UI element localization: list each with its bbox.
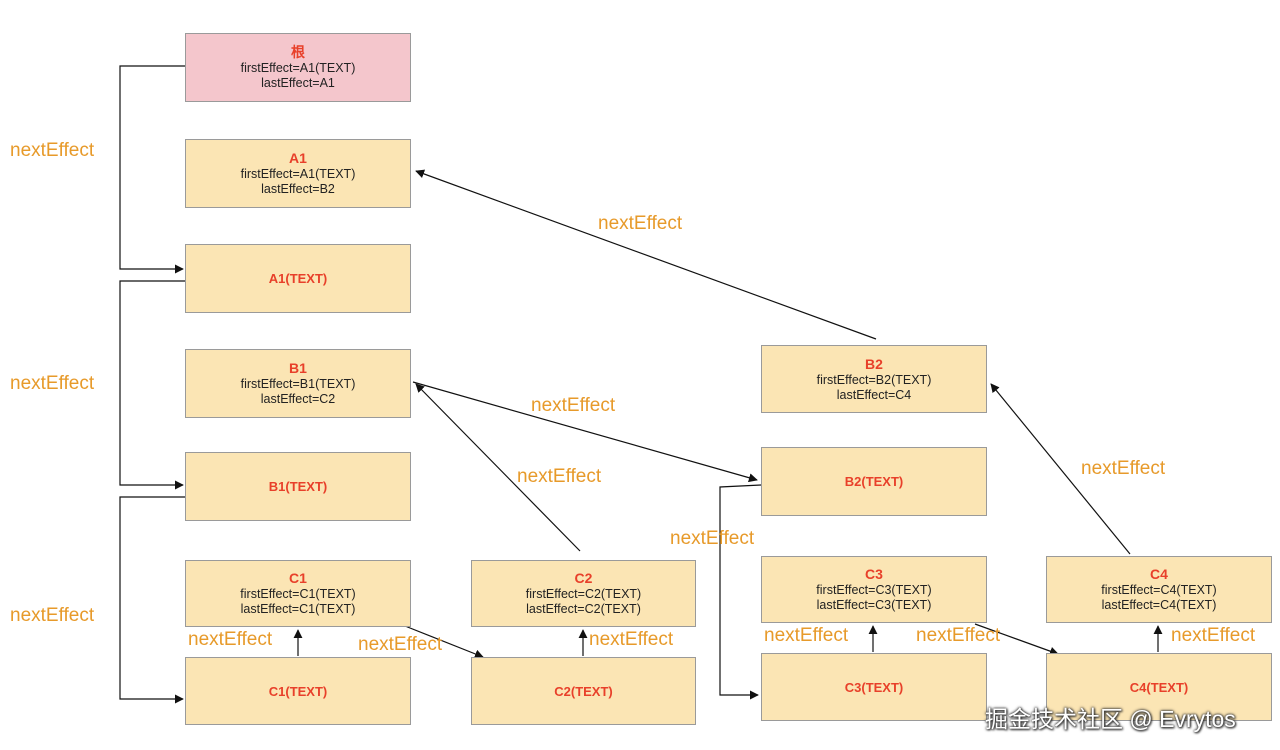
node-c3-text-title: C3(TEXT)	[844, 679, 904, 695]
edge-label-c4text-c4: nextEffect	[1171, 625, 1256, 646]
edge-a1text-to-b1text	[119, 280, 185, 490]
node-c4-title: C4	[1150, 566, 1168, 582]
edge-label-b1text-c1text: nextEffect	[10, 605, 95, 626]
node-c2-text: C2(TEXT)	[471, 657, 696, 725]
node-root-first-effect: firstEffect=A1(TEXT)	[240, 61, 356, 75]
edge-b1-to-b2text	[412, 381, 758, 483]
node-c1-last-effect: lastEffect=C1(TEXT)	[240, 602, 356, 616]
edge-label-c3text-c3: nextEffect	[764, 625, 849, 646]
edge-root-to-a1text	[119, 65, 185, 274]
edge-label-c2-b1: nextEffect	[517, 466, 602, 487]
node-a1-title: A1	[289, 150, 307, 166]
node-b2: B2 firstEffect=B2(TEXT) lastEffect=C4	[761, 345, 987, 413]
node-c3-last-effect: lastEffect=C3(TEXT)	[816, 598, 932, 612]
node-c1-text: C1(TEXT)	[185, 657, 411, 725]
edge-label-b1-b2text: nextEffect	[531, 395, 616, 416]
node-root-title: 根	[291, 44, 305, 60]
node-c2-first-effect: firstEffect=C2(TEXT)	[525, 587, 642, 601]
node-c1-first-effect: firstEffect=C1(TEXT)	[240, 587, 356, 601]
node-c3-title: C3	[865, 566, 883, 582]
node-a1: A1 firstEffect=A1(TEXT) lastEffect=B2	[185, 139, 411, 208]
edge-label-c3-c4text: nextEffect	[916, 625, 1001, 646]
node-a1-text: A1(TEXT)	[185, 244, 411, 313]
node-c2-title: C2	[574, 570, 593, 586]
edge-b1text-to-c1text	[119, 496, 185, 704]
edge-b2text-to-c3text	[719, 484, 762, 700]
node-b2-last-effect: lastEffect=C4	[836, 387, 912, 402]
node-c4-text-title: C4(TEXT)	[1129, 679, 1189, 695]
node-c1-title: C1	[289, 570, 307, 586]
node-c2-last-effect: lastEffect=C2(TEXT)	[526, 602, 641, 616]
edge-label-c1-c2text: nextEffect	[358, 634, 443, 655]
edge-c2-to-b1	[415, 383, 581, 552]
edge-c1-to-c2text	[404, 625, 484, 659]
node-c4-first-effect: firstEffect=C4(TEXT)	[1101, 583, 1217, 597]
node-c3: C3 firstEffect=C3(TEXT) lastEffect=C3(TE…	[761, 556, 987, 623]
edge-label-c4-b2: nextEffect	[1081, 458, 1166, 479]
node-b1-text-title: B1(TEXT)	[268, 479, 328, 494]
node-b2-text: B2(TEXT)	[761, 447, 987, 516]
edge-label-a1text-b1text: nextEffect	[10, 373, 95, 394]
node-c4-last-effect: lastEffect=C4(TEXT)	[1101, 598, 1217, 612]
node-c4: C4 firstEffect=C4(TEXT) lastEffect=C4(TE…	[1046, 556, 1272, 623]
node-a1-last-effect: lastEffect=B2	[261, 182, 335, 196]
edge-c3-to-c4text	[974, 623, 1059, 656]
node-b2-first-effect: firstEffect=B2(TEXT)	[816, 372, 932, 387]
node-root-last-effect: lastEffect=A1	[261, 76, 335, 90]
edge-label-b2-a1: nextEffect	[598, 213, 683, 234]
node-c4-text: C4(TEXT)	[1046, 653, 1272, 721]
watermark: 掘金技术社区 @ Evrytos	[985, 706, 1236, 732]
node-b1-last-effect: lastEffect=C2	[260, 392, 336, 406]
node-c3-first-effect: firstEffect=C3(TEXT)	[816, 583, 932, 597]
node-a1-first-effect: firstEffect=A1(TEXT)	[240, 167, 356, 181]
node-b1-text: B1(TEXT)	[185, 452, 411, 521]
node-b2-title: B2	[865, 355, 883, 372]
node-c1: C1 firstEffect=C1(TEXT) lastEffect=C1(TE…	[185, 560, 411, 627]
node-b1-first-effect: firstEffect=B1(TEXT)	[240, 377, 356, 391]
node-c1-text-title: C1(TEXT)	[268, 683, 328, 699]
node-b1-title: B1	[289, 360, 307, 376]
edge-label-c1text-c1: nextEffect	[188, 629, 273, 650]
node-c3-text: C3(TEXT)	[761, 653, 987, 721]
node-a1-text-title: A1(TEXT)	[268, 271, 328, 286]
node-c2: C2 firstEffect=C2(TEXT) lastEffect=C2(TE…	[471, 560, 696, 627]
node-b2-text-title: B2(TEXT)	[844, 474, 904, 489]
node-b1: B1 firstEffect=B1(TEXT) lastEffect=C2	[185, 349, 411, 418]
edge-label-root-a1text: nextEffect	[10, 140, 95, 161]
edge-c4-to-b2	[990, 383, 1131, 555]
edge-b2-to-a1	[415, 169, 877, 340]
edge-label-b2text-c3text: nextEffect	[670, 528, 755, 549]
edge-label-c2text-c2: nextEffect	[589, 629, 674, 650]
node-root: 根 firstEffect=A1(TEXT) lastEffect=A1	[185, 33, 411, 102]
node-c2-text-title: C2(TEXT)	[554, 683, 613, 699]
